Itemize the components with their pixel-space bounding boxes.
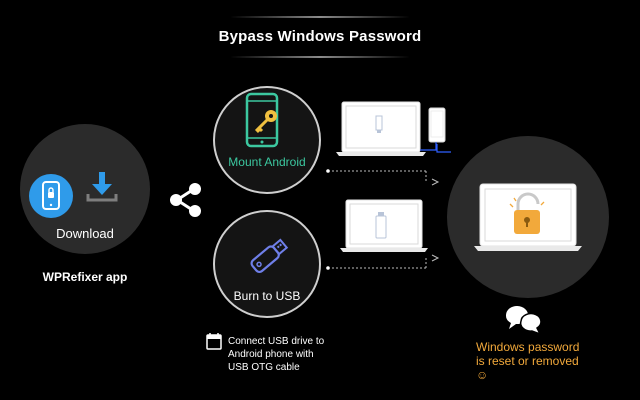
note-line-2: Android phone with [228,349,314,360]
burn-usb-circle [213,210,321,318]
note-line-3: USB OTG cable [228,362,300,373]
calendar-icon [206,333,222,350]
result-line-2: is reset or removed [476,354,579,368]
result-laptop-icon [474,183,582,251]
laptop-phone-diagram [336,101,451,156]
usb-otg-note: Connect USB drive to Android phone with … [228,335,348,374]
title-line-top [230,16,410,18]
title-line-bottom [230,56,410,58]
chat-bubbles-icon [505,306,542,336]
phone-icon [42,181,60,210]
note-line-1: Connect USB drive to [228,336,325,347]
page-title: Bypass Windows Password [218,28,422,45]
smile-icon: ☺ [476,368,489,382]
download-icon[interactable] [86,170,118,204]
download-label: Download [56,226,114,241]
result-text: Windows password is reset or removed ☺ [476,340,616,382]
app-name-label: WPRefixer app [42,270,128,284]
laptop-usb-diagram [340,199,428,252]
share-icon [170,183,201,217]
mount-android-circle [213,86,321,194]
laptop-icon [336,101,426,156]
side-phone-icon [428,107,446,143]
burn-usb-label: Burn to USB [233,289,301,303]
mount-android-label: Mount Android [228,155,306,169]
arrow-to-result-bottom [326,254,440,270]
result-line-1: Windows password [476,340,580,354]
arrow-to-result-top [326,169,440,186]
phone-key-icon [245,92,279,148]
usb-drive-icon [250,238,289,274]
padlock-icon [509,192,545,234]
